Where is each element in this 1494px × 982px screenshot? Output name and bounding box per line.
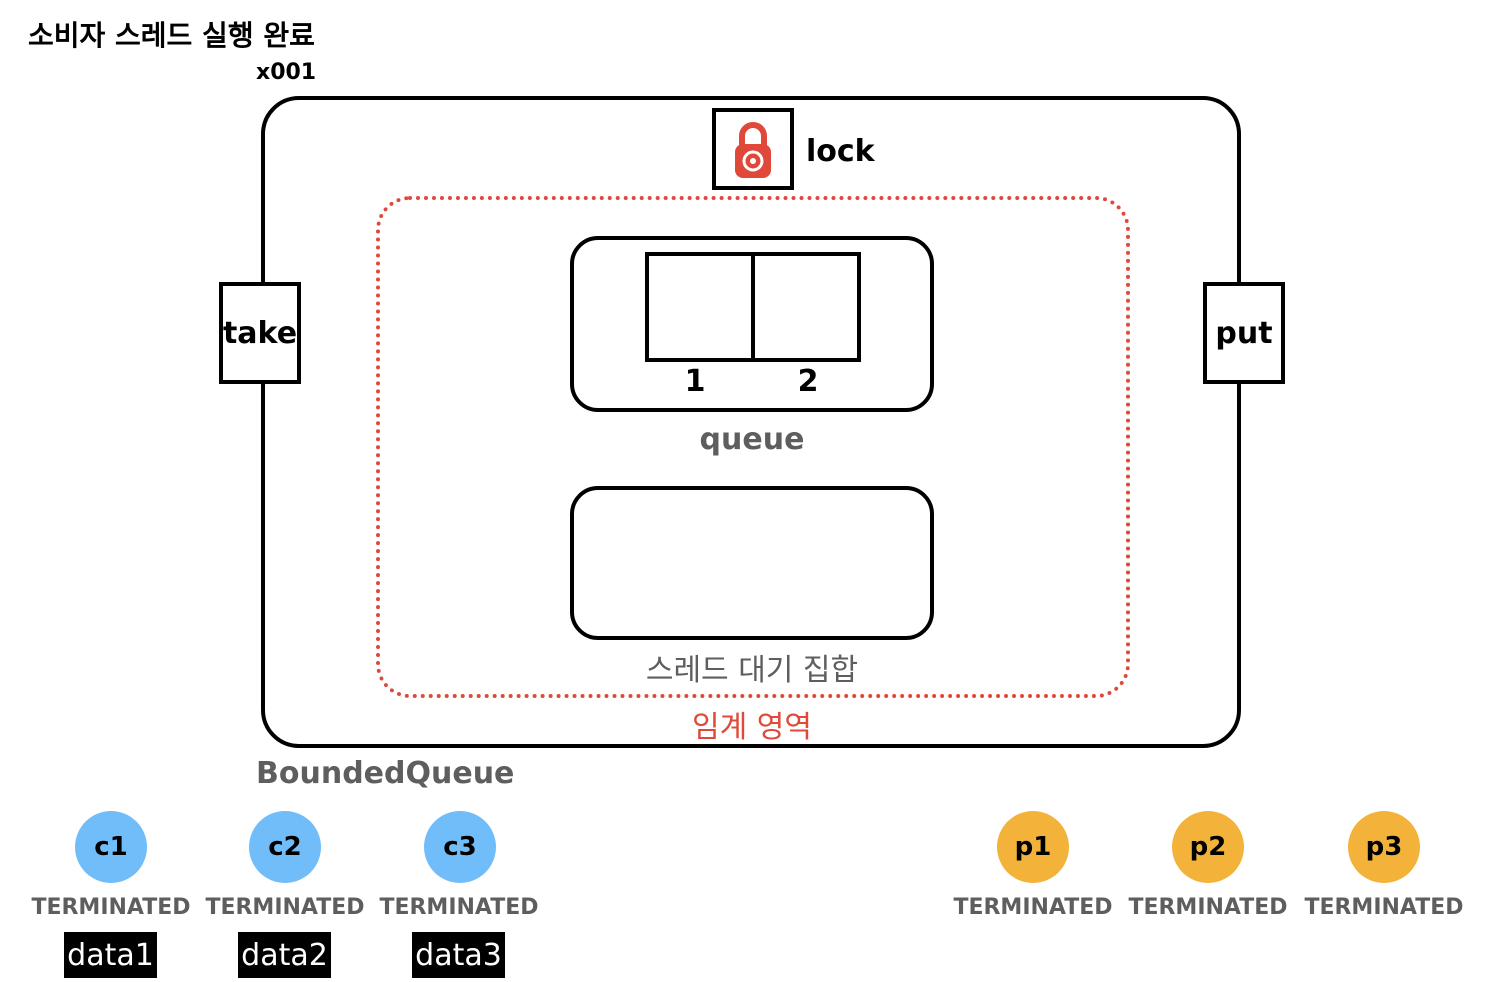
thread-state: TERMINATED xyxy=(379,895,539,920)
consumed-data: data3 xyxy=(412,932,505,978)
thread-state: TERMINATED xyxy=(953,895,1113,920)
critical-section-border xyxy=(376,196,1130,698)
consumed-data: data1 xyxy=(64,932,157,978)
bounded-queue-box xyxy=(261,96,1241,748)
wait-set-box xyxy=(570,486,934,640)
lock-icon xyxy=(735,122,771,178)
lock-label: lock xyxy=(806,134,875,169)
queue-slot-number: 2 xyxy=(797,364,819,399)
bounded-queue-label: BoundedQueue xyxy=(256,756,515,791)
take-method-box: take xyxy=(219,282,301,384)
thread-state: TERMINATED xyxy=(205,895,365,920)
wait-set-label: 스레드 대기 집합 xyxy=(645,653,859,688)
thread-state: TERMINATED xyxy=(1128,895,1288,920)
queue-slot-number: 1 xyxy=(684,364,706,399)
thread-state: TERMINATED xyxy=(1304,895,1464,920)
queue-label: queue xyxy=(699,422,805,457)
consumer-thread-c3: c3 xyxy=(424,811,496,883)
instance-address: x001 xyxy=(256,60,317,85)
thread-state: TERMINATED xyxy=(31,895,191,920)
queue-slot-2 xyxy=(751,252,861,362)
consumer-thread-c2: c2 xyxy=(249,811,321,883)
put-method-box: put xyxy=(1203,282,1285,384)
producer-thread-p2: p2 xyxy=(1172,811,1244,883)
critical-section-label: 임계 영역 xyxy=(692,710,812,745)
producer-thread-p3: p3 xyxy=(1348,811,1420,883)
queue-slot-1 xyxy=(645,252,755,362)
consumer-thread-c1: c1 xyxy=(75,811,147,883)
page-title: 소비자 스레드 실행 완료 xyxy=(28,19,315,52)
consumed-data: data2 xyxy=(238,932,331,978)
producer-thread-p1: p1 xyxy=(997,811,1069,883)
lock-box xyxy=(712,108,794,190)
